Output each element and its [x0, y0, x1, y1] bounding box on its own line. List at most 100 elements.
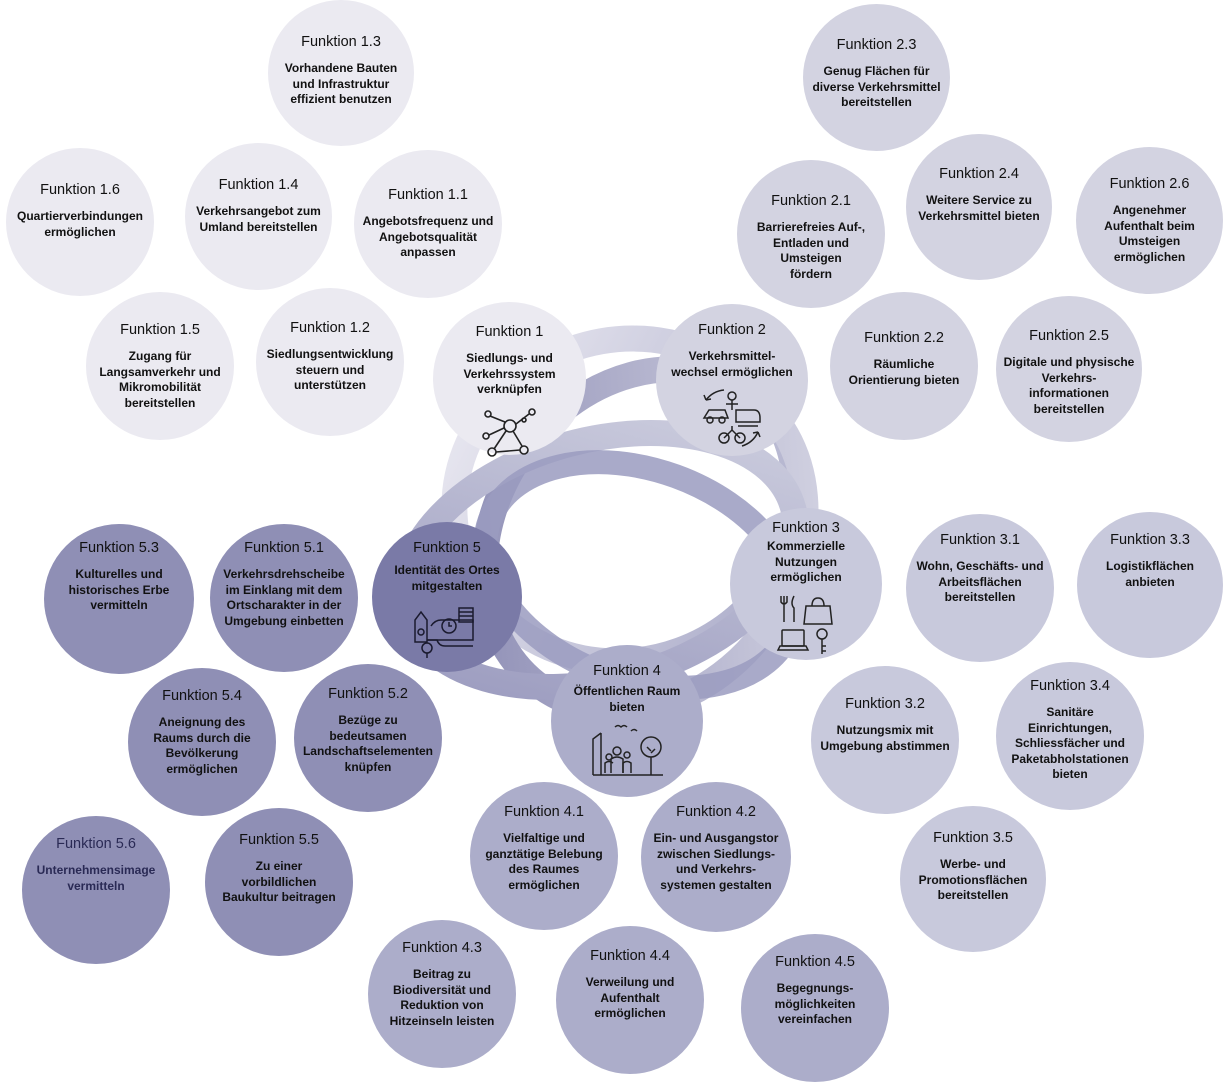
public-space-icon [591, 723, 663, 777]
function-title: Funktion 3.2 [845, 696, 925, 712]
function-title: Funktion 2.1 [771, 193, 851, 209]
function-description: Vorhandene Bauten und Infrastruktur effi… [284, 61, 398, 106]
function-description: Vielfaltige und ganztätige Belebung des … [485, 831, 603, 892]
function-title: Funktion 2.3 [836, 37, 917, 53]
function-description: Siedlungsentwicklung steuern und unterst… [266, 347, 394, 392]
function-5-5-circle: Funktion 5.5 Zu einer vorbildlichen Bauk… [205, 808, 353, 956]
function-2-1-circle: Funktion 2.1 Barrierefreies Auf-, Entlad… [737, 160, 885, 308]
network-icon [478, 406, 542, 458]
function-title: Funktion 5.6 [56, 836, 136, 852]
function-description: Digitale und physische Verkehrs- informa… [1003, 355, 1135, 416]
function-description: Quartierverbindungen ermöglichen [16, 209, 144, 239]
function-2-4-circle: Funktion 2.4 Weitere Service zu Verkehrs… [906, 134, 1052, 280]
function-title: Funktion 3 [772, 520, 840, 536]
function-title: Funktion 3.3 [1110, 532, 1190, 548]
function-title: Funktion 5.4 [162, 688, 242, 704]
function-title: Funktion 4.2 [676, 804, 756, 820]
function-description: Genug Flächen für diverse Verkehrsmittel… [812, 64, 941, 109]
function-title: Funktion 2.5 [1029, 328, 1109, 344]
function-description: Verweilung und Aufenthalt ermöglichen [585, 975, 675, 1020]
function-4-main-circle: Funktion 4 Öffentlichen Raum bieten [551, 645, 703, 797]
function-description: Verkehrsangebot zum Umland bereitstellen [196, 204, 321, 234]
mode-change-icon [700, 388, 764, 448]
function-description: Werbe- und Promotionsflächen bereitstell… [918, 857, 1028, 902]
function-description: Weitere Service zu Verkehrsmittel bieten [918, 193, 1040, 223]
function-1-3-circle: Funktion 1.3 Vorhandene Bauten und Infra… [268, 0, 414, 146]
function-title: Funktion 4.5 [775, 954, 855, 970]
function-description: Angebotsfrequenz und Angebotsqualität an… [362, 214, 494, 259]
function-title: Funktion 1.3 [301, 34, 381, 50]
function-2-6-circle: Funktion 2.6 Angenehmer Aufenthalt beim … [1076, 147, 1223, 294]
function-description: Verkehrsmittel- wechsel ermöglichen [671, 349, 793, 379]
function-title: Funktion 4.4 [590, 948, 670, 964]
function-description: Zu einer vorbildlichen Baukultur beitrag… [222, 859, 336, 904]
function-title: Funktion 3.4 [1030, 678, 1110, 694]
function-description: Aneignung des Raums durch die Bevölkerun… [153, 715, 251, 776]
function-1-5-circle: Funktion 1.5 Zugang für Langsamverkehr u… [86, 292, 234, 440]
function-title: Funktion 3.5 [933, 830, 1013, 846]
function-description: Kulturelles und historisches Erbe vermit… [68, 567, 170, 612]
function-description: Logistikflächen anbieten [1105, 559, 1194, 589]
function-description: Begegnungs- möglichkeiten vereinfachen [774, 981, 856, 1026]
function-3-5-circle: Funktion 3.5 Werbe- und Promotionsfläche… [900, 806, 1046, 952]
function-3-4-circle: Funktion 3.4 Sanitäre Einrichtungen, Sch… [996, 662, 1144, 810]
function-title: Funktion 1 [475, 324, 544, 340]
function-description: Ein- und Ausgangstor zwischen Siedlungs-… [653, 831, 779, 892]
function-title: Funktion 2.6 [1109, 176, 1190, 192]
function-title: Funktion 4 [593, 663, 661, 679]
function-description: Barrierefreies Auf-, Entladen und Umstei… [756, 220, 866, 281]
function-3-3-circle: Funktion 3.3 Logistikflächen anbieten [1077, 512, 1223, 658]
function-description: Siedlungs- und Verkehrssystem verknüpfen [463, 351, 556, 396]
function-description: Beitrag zu Biodiversität und Reduktion v… [389, 967, 495, 1028]
function-description: Wohn, Geschäfts- und Arbeitsflächen bere… [916, 559, 1044, 604]
function-title: Funktion 2 [698, 322, 766, 338]
function-5-6-circle: Funktion 5.6 Unternehmensimage vermittel… [22, 816, 170, 964]
function-title: Funktion 2.2 [864, 330, 944, 346]
function-title: Funktion 5 [413, 540, 481, 556]
function-description: Nutzungsmix mit Umgebung abstimmen [820, 723, 950, 753]
function-title: Funktion 1.1 [388, 187, 468, 203]
function-description: Identität des Ortes mitgestalten [394, 563, 500, 593]
function-4-2-circle: Funktion 4.2 Ein- und Ausgangstor zwisch… [641, 782, 791, 932]
function-title: Funktion 3.1 [940, 532, 1020, 548]
function-1-1-circle: Funktion 1.1 Angebotsfrequenz und Angebo… [354, 150, 502, 298]
function-description: Bezüge zu bedeutsamen Landschaftselement… [302, 713, 434, 774]
function-description: Kommerzielle Nutzungen ermöglichen [766, 539, 846, 584]
function-1-4-circle: Funktion 1.4 Verkehrsangebot zum Umland … [185, 143, 332, 290]
function-description: Räumliche Orientierung bieten [848, 357, 960, 387]
function-description: Verkehrsdrehscheibe im Einklang mit dem … [223, 567, 345, 628]
function-2-5-circle: Funktion 2.5 Digitale und physische Verk… [996, 296, 1142, 442]
function-title: Funktion 1.6 [40, 182, 120, 198]
function-2-3-circle: Funktion 2.3 Genug Flächen für diverse V… [803, 4, 950, 151]
function-1-2-circle: Funktion 1.2 Siedlungsentwicklung steuer… [256, 288, 404, 436]
function-title: Funktion 4.1 [504, 804, 584, 820]
function-description: Unternehmensimage vermitteln [36, 863, 156, 893]
function-4-4-circle: Funktion 4.4 Verweilung und Aufenthalt e… [556, 926, 704, 1074]
function-2-2-circle: Funktion 2.2 Räumliche Orientierung biet… [830, 292, 978, 440]
function-5-main-circle: Funktion 5 Identität des Ortes mitgestal… [372, 522, 522, 672]
function-1-6-circle: Funktion 1.6 Quartierverbindungen ermögl… [6, 148, 154, 296]
function-title: Funktion 5.1 [244, 540, 324, 556]
function-description: Sanitäre Einrichtungen, Schliessfächer u… [1011, 705, 1129, 781]
identity-icon [413, 602, 481, 658]
function-5-4-circle: Funktion 5.4 Aneignung des Raums durch d… [128, 668, 276, 816]
function-title: Funktion 2.4 [939, 166, 1019, 182]
function-description: Öffentlichen Raum bieten [573, 684, 681, 714]
commerce-icon [776, 594, 836, 656]
function-4-5-circle: Funktion 4.5 Begegnungs- möglichkeiten v… [741, 934, 889, 1082]
function-4-3-circle: Funktion 4.3 Beitrag zu Biodiversität un… [368, 920, 516, 1068]
function-4-1-circle: Funktion 4.1 Vielfaltige und ganztätige … [470, 782, 618, 930]
function-title: Funktion 5.3 [79, 540, 159, 556]
function-title: Funktion 1.5 [120, 322, 200, 338]
function-5-1-circle: Funktion 5.1 Verkehrsdrehscheibe im Eink… [210, 524, 358, 672]
function-title: Funktion 5.2 [328, 686, 408, 702]
function-5-2-circle: Funktion 5.2 Bezüge zu bedeutsamen Lands… [294, 664, 442, 812]
function-3-1-circle: Funktion 3.1 Wohn, Geschäfts- und Arbeit… [906, 514, 1054, 662]
function-title: Funktion 4.3 [402, 940, 482, 956]
function-1-main-circle: Funktion 1 Siedlungs- und Verkehrssystem… [433, 302, 586, 458]
function-2-main-circle: Funktion 2 Verkehrsmittel- wechsel ermög… [656, 304, 808, 456]
function-3-2-circle: Funktion 3.2 Nutzungsmix mit Umgebung ab… [811, 666, 959, 814]
function-title: Funktion 1.4 [218, 177, 299, 193]
function-title: Funktion 5.5 [239, 832, 319, 848]
function-title: Funktion 1.2 [290, 320, 370, 336]
